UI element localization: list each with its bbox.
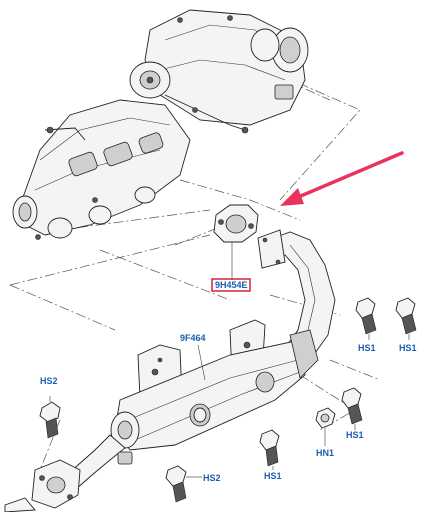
- bolt-hs2-b-label[interactable]: HS2: [203, 473, 221, 483]
- egr-cooler-part[interactable]: [110, 319, 319, 451]
- bolt-hs1-b[interactable]: [395, 297, 417, 340]
- bolt-hs1-a-label[interactable]: HS1: [358, 343, 376, 353]
- bolt-hs1-d-label[interactable]: HS1: [264, 471, 282, 481]
- bolt-hs1-c[interactable]: [341, 387, 363, 430]
- bolt-hs2-a-label[interactable]: HS2: [40, 376, 58, 386]
- egr-inlet-pipe: [4, 434, 133, 512]
- bolt-hs1-b-label[interactable]: HS1: [399, 343, 417, 353]
- pointer-arrow: [280, 151, 404, 206]
- bolt-hs2-a[interactable]: [39, 396, 61, 439]
- cooler-label[interactable]: 9F464: [180, 333, 206, 343]
- bolt-hs2-b[interactable]: [165, 465, 202, 503]
- gasket-label-highlight: [211, 278, 251, 292]
- exhaust-manifold-turbo: [12, 9, 309, 240]
- bolt-hn1[interactable]: [315, 407, 336, 446]
- egr-outlet-pipe: [257, 229, 336, 371]
- gasket-label[interactable]: 9H454E: [215, 280, 248, 290]
- bolt-hs1-d[interactable]: [259, 429, 280, 470]
- bolt-hs1-c-label[interactable]: HS1: [346, 430, 364, 440]
- bolt-hn1-label[interactable]: HN1: [316, 448, 334, 458]
- gasket-part[interactable]: [213, 204, 259, 280]
- bolt-hs1-a[interactable]: [355, 297, 377, 340]
